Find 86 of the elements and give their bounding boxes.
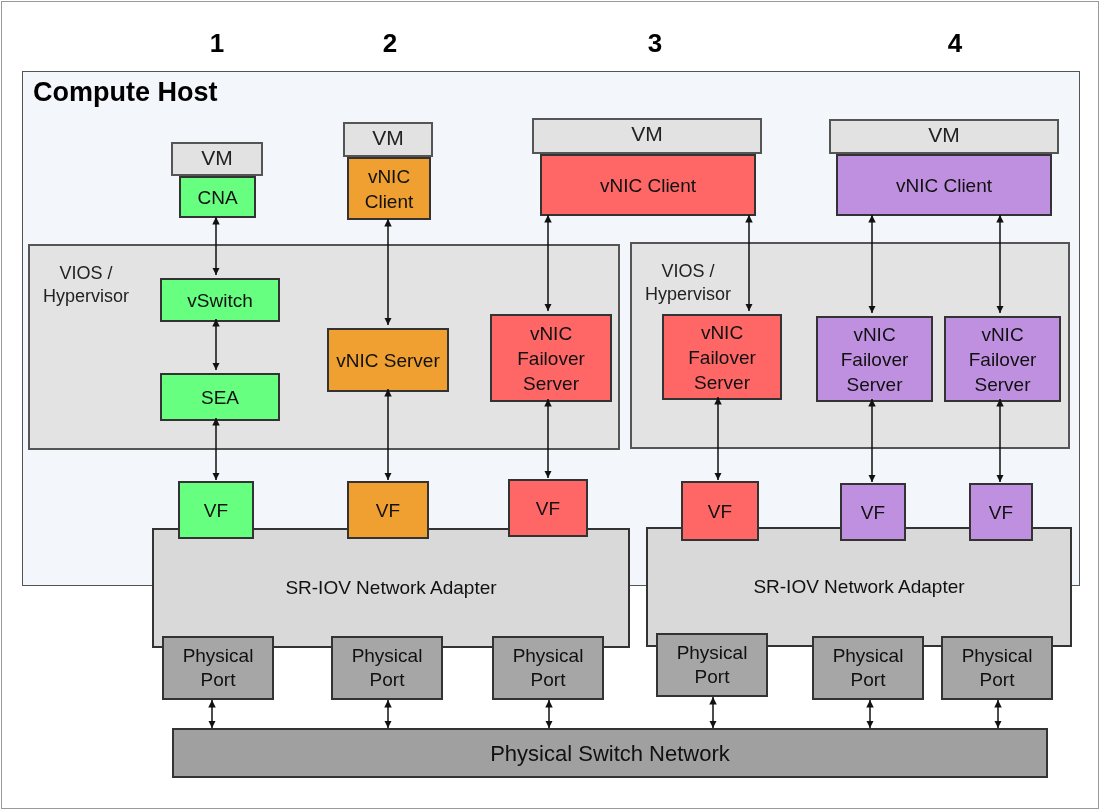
process-box: [840, 483, 906, 541]
node-label: vNIC Server: [335, 348, 441, 373]
node-label: vNIC Client: [363, 164, 415, 214]
process-box: [179, 176, 256, 218]
double-arrow: [545, 699, 553, 729]
node-label: VF: [202, 498, 230, 523]
node-label: VF: [534, 496, 562, 521]
node-label: vNIC Failover Server: [967, 322, 1038, 397]
node-label: VF: [987, 500, 1015, 525]
port-box: [941, 636, 1053, 700]
process-box: [662, 314, 782, 400]
double-arrow: [868, 214, 876, 314]
double-arrow: [709, 696, 717, 729]
double-arrow: [384, 388, 392, 481]
node-label: VF: [859, 500, 887, 525]
node-label: Physical Port: [350, 644, 424, 692]
vm-box: [343, 122, 433, 157]
double-arrow: [996, 398, 1004, 483]
port-box: [812, 636, 924, 700]
process-box: [836, 154, 1052, 216]
process-box: [816, 316, 933, 402]
double-arrow: [212, 417, 220, 481]
node-label: vNIC Failover Server: [687, 320, 757, 395]
node-label: vNIC Failover Server: [516, 321, 586, 396]
double-arrow: [212, 318, 220, 371]
process-box: [327, 328, 449, 392]
node-label: VM: [200, 145, 234, 171]
node-label: Physical Port: [960, 644, 1034, 692]
vm-box: [829, 119, 1059, 154]
double-arrow: [544, 214, 552, 312]
column-number: 1: [208, 27, 226, 60]
node-label: VM: [630, 121, 664, 147]
port-box: [492, 636, 604, 700]
double-arrow: [996, 214, 1004, 314]
process-box: [160, 373, 280, 421]
node-label: CNA: [196, 185, 239, 210]
node-label: vNIC Failover Server: [839, 322, 910, 397]
process-box: [681, 481, 759, 541]
double-arrow: [868, 398, 876, 483]
vm-box: [171, 142, 263, 176]
double-arrow: [994, 699, 1002, 729]
double-arrow: [384, 699, 392, 729]
port-box: [331, 636, 443, 700]
process-box: [508, 479, 588, 537]
node-label: VM: [371, 125, 405, 151]
double-arrow: [866, 699, 874, 729]
vm-box: [532, 118, 762, 154]
node-label: VF: [706, 499, 734, 524]
panel-label: VIOS / Hypervisor: [644, 260, 732, 306]
panel-title: Compute Host: [33, 76, 218, 109]
node-label: vNIC Client: [894, 173, 994, 198]
process-box: [540, 154, 756, 216]
port-box: [162, 636, 274, 700]
double-arrow: [745, 214, 753, 312]
node-label: vSwitch: [186, 288, 254, 313]
double-arrow: [208, 699, 216, 729]
process-box: [969, 483, 1033, 541]
hypervisor-panel: [630, 242, 1070, 449]
double-arrow: [544, 398, 552, 479]
node-label: VM: [927, 122, 961, 148]
node-label: SR-IOV Network Adapter: [752, 574, 966, 599]
node-label: vNIC Client: [598, 173, 698, 198]
node-label: SR-IOV Network Adapter: [284, 575, 498, 600]
double-arrow: [384, 218, 392, 326]
panel-label: VIOS / Hypervisor: [42, 262, 130, 308]
switch-bar: [172, 728, 1048, 778]
process-box: [944, 316, 1061, 402]
double-arrow: [714, 396, 722, 481]
column-number: 2: [381, 27, 399, 60]
node-label: Physical Port: [831, 644, 905, 692]
node-label: VF: [374, 498, 402, 523]
column-number: 4: [946, 27, 964, 60]
process-box: [347, 157, 431, 220]
process-box: [490, 314, 612, 402]
process-box: [347, 481, 429, 539]
hypervisor-panel: [28, 244, 620, 450]
node-label: SEA: [200, 385, 240, 410]
process-box: [178, 481, 254, 539]
node-label: Physical Port: [181, 644, 255, 692]
process-box: [160, 278, 280, 322]
node-label: Physical Switch Network: [489, 739, 731, 768]
port-box: [656, 633, 768, 697]
node-label: Physical Port: [511, 644, 585, 692]
node-label: Physical Port: [675, 641, 749, 689]
double-arrow: [212, 216, 220, 276]
column-number: 3: [646, 27, 664, 60]
